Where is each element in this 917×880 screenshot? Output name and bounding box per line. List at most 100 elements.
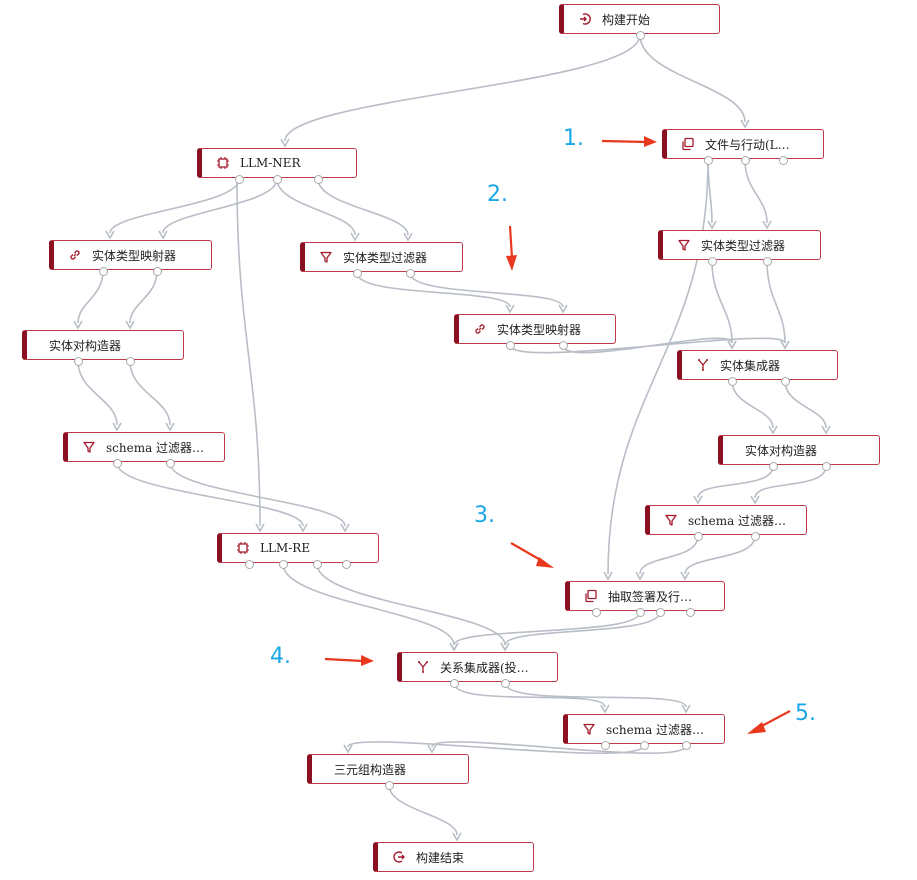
login-icon	[574, 12, 596, 26]
edge-15	[766, 260, 786, 344]
edge-33	[504, 682, 687, 708]
edge-27	[684, 535, 756, 575]
edge-arrowhead-7	[707, 220, 717, 230]
edge-arrowhead-19	[165, 422, 175, 432]
arrow-annotation-4	[324, 655, 374, 666]
output-port[interactable]	[769, 462, 778, 471]
edge-arrowhead-32	[600, 704, 610, 714]
link-icon	[64, 248, 86, 262]
output-port[interactable]	[686, 608, 695, 617]
edge-20	[731, 380, 774, 429]
output-port[interactable]	[166, 459, 175, 468]
node-label: 实体对构造器	[49, 338, 122, 353]
filter-icon	[578, 722, 600, 736]
output-port[interactable]	[99, 267, 108, 276]
output-port[interactable]	[781, 377, 790, 386]
node-label: 构建结束	[416, 850, 465, 865]
output-port[interactable]	[741, 156, 750, 165]
edge-6	[236, 178, 261, 527]
node-schema-filter-1[interactable]: schema 过滤器…	[63, 432, 225, 462]
edge-5	[317, 178, 409, 236]
output-port[interactable]	[751, 532, 760, 541]
annotation-5: 5.	[795, 701, 816, 726]
edge-arrowhead-20	[768, 425, 778, 435]
node-llm-re[interactable]: LLM-RE	[217, 533, 379, 563]
output-port[interactable]	[406, 269, 415, 278]
output-port[interactable]	[763, 257, 772, 266]
output-port[interactable]	[153, 267, 162, 276]
edge-34	[347, 741, 645, 754]
edge-19	[129, 360, 171, 426]
edge-arrowhead-17	[727, 340, 737, 350]
node-build-start[interactable]: 构建开始	[559, 4, 720, 34]
output-port[interactable]	[126, 357, 135, 366]
output-port[interactable]	[313, 560, 322, 569]
edge-24	[697, 465, 774, 499]
output-port[interactable]	[273, 175, 282, 184]
node-entity-type-mapper-2[interactable]: 实体类型映射器	[454, 314, 616, 344]
edge-arrowhead-6	[255, 523, 265, 533]
output-port[interactable]	[113, 459, 122, 468]
output-port[interactable]	[822, 462, 831, 471]
filter-icon	[78, 440, 100, 454]
output-port[interactable]	[235, 175, 244, 184]
edge-arrowhead-12	[505, 304, 515, 314]
output-port[interactable]	[74, 357, 83, 366]
output-port[interactable]	[640, 741, 649, 750]
output-port[interactable]	[779, 156, 788, 165]
output-port[interactable]	[342, 560, 351, 569]
node-schema-filter-3[interactable]: schema 过滤器…	[563, 714, 725, 744]
output-port[interactable]	[592, 608, 601, 617]
node-label: 实体类型过滤器	[343, 250, 428, 265]
edge-28	[282, 563, 455, 646]
chip-icon	[212, 156, 234, 170]
edge-25	[754, 465, 827, 499]
edge-arrowhead-22	[298, 523, 308, 533]
edge-arrowhead-34	[343, 744, 353, 754]
arrow-annotation-2	[506, 225, 517, 271]
node-entity-pair-builder-1[interactable]: 实体对构造器	[22, 330, 184, 360]
output-port[interactable]	[450, 679, 459, 688]
output-port[interactable]	[245, 560, 254, 569]
output-port[interactable]	[385, 781, 394, 790]
node-entity-type-filter-1[interactable]: 实体类型过滤器	[300, 242, 463, 272]
output-port[interactable]	[636, 608, 645, 617]
annotation-4: 4.	[270, 644, 291, 669]
output-port[interactable]	[656, 608, 665, 617]
output-port[interactable]	[636, 31, 645, 40]
output-port[interactable]	[559, 341, 568, 350]
edge-arrowhead-16	[780, 340, 790, 350]
node-label: 实体类型映射器	[92, 248, 177, 263]
node-triple-builder[interactable]: 三元组构造器	[307, 754, 469, 784]
node-llm-ner[interactable]: LLM-NER	[197, 148, 357, 178]
node-doc-action[interactable]: 文件与行动(L…	[662, 129, 824, 159]
edge-arrowhead-11	[125, 320, 135, 330]
edge-arrowhead-5	[403, 232, 413, 242]
output-port[interactable]	[728, 377, 737, 386]
output-port[interactable]	[353, 269, 362, 278]
edge-arrowhead-18	[112, 422, 122, 432]
output-port[interactable]	[682, 741, 691, 750]
node-entity-merger[interactable]: 实体集成器	[677, 350, 838, 380]
output-port[interactable]	[694, 532, 703, 541]
output-port[interactable]	[601, 741, 610, 750]
output-port[interactable]	[704, 156, 713, 165]
node-relation-merger[interactable]: 关系集成器(投…	[397, 652, 558, 682]
node-build-end[interactable]: 构建结束	[373, 842, 534, 872]
node-entity-type-mapper-1[interactable]: 实体类型映射器	[49, 240, 212, 270]
node-entity-type-filter-2[interactable]: 实体类型过滤器	[658, 230, 821, 260]
output-port[interactable]	[279, 560, 288, 569]
output-port[interactable]	[501, 679, 510, 688]
edge-18	[77, 360, 118, 426]
edge-31	[504, 611, 661, 646]
output-port[interactable]	[314, 175, 323, 184]
edge-30	[453, 611, 641, 646]
output-port[interactable]	[708, 257, 717, 266]
node-extract-sign[interactable]: 抽取签署及行…	[565, 581, 725, 611]
node-entity-pair-builder-2[interactable]: 实体对构造器	[718, 435, 880, 465]
node-schema-filter-2[interactable]: schema 过滤器…	[645, 505, 807, 535]
node-label: schema 过滤器…	[606, 722, 705, 737]
output-port[interactable]	[506, 341, 515, 350]
node-label: 实体类型映射器	[497, 322, 582, 337]
edge-22	[116, 462, 304, 527]
